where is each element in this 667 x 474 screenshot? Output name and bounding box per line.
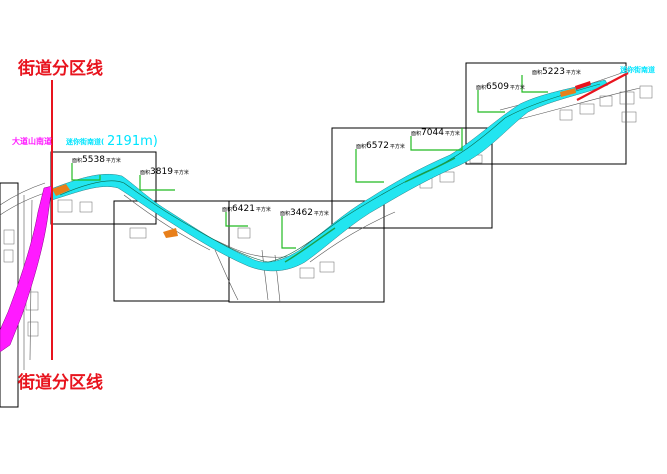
start-street-label: 大道山南道 [12, 136, 52, 146]
area-label-2: 面积3819平方米 [140, 167, 189, 177]
area-label-4: 面积3462平方米 [280, 208, 329, 218]
waterway [47, 79, 609, 272]
sheet-frames [0, 62, 627, 408]
highlight-section [0, 185, 53, 353]
svg-text:面积6509平方米: 面积6509平方米 [476, 82, 525, 92]
area-label-6: 面积7044平方米 [411, 128, 460, 138]
red-patch-end [575, 81, 591, 90]
waterway-inner [59, 83, 601, 263]
orange-patch-1 [52, 184, 70, 196]
svg-text:面积6572平方米: 面积6572平方米 [356, 141, 405, 151]
green-strip [284, 157, 456, 263]
route-label-prefix: 迷你街南道( [65, 137, 104, 146]
district-line-end-mark [576, 72, 629, 101]
route-length: 2191m) [107, 134, 158, 149]
leader-lines [71, 75, 548, 249]
area-label-3: 面积6421平方米 [222, 204, 271, 214]
orange-patch-2 [163, 228, 178, 238]
district-line-label-bottom: 街道分区线 [17, 372, 103, 393]
linework [0, 69, 653, 380]
district-line [51, 72, 629, 360]
svg-text:面积5223平方米: 面积5223平方米 [532, 67, 581, 77]
frame-4 [331, 127, 493, 229]
end-street-label: 迷你街南道 [619, 65, 655, 74]
area-label-1: 面积5538平方米 [72, 155, 121, 165]
svg-text:面积3462平方米: 面积3462平方米 [280, 208, 329, 218]
svg-text:面积5538平方米: 面积5538平方米 [72, 155, 121, 165]
svg-text:面积6421平方米: 面积6421平方米 [222, 204, 271, 214]
area-label-8: 面积5223平方米 [532, 67, 581, 77]
orange-patch-3 [560, 88, 576, 97]
district-line-label-top: 街道分区线 [17, 58, 103, 79]
frame-5 [465, 62, 627, 165]
svg-text:面积3819平方米: 面积3819平方米 [140, 167, 189, 177]
svg-text:面积7044平方米: 面积7044平方米 [411, 128, 460, 138]
area-label-7: 面积6509平方米 [476, 82, 525, 92]
area-label-5: 面积6572平方米 [356, 141, 405, 151]
